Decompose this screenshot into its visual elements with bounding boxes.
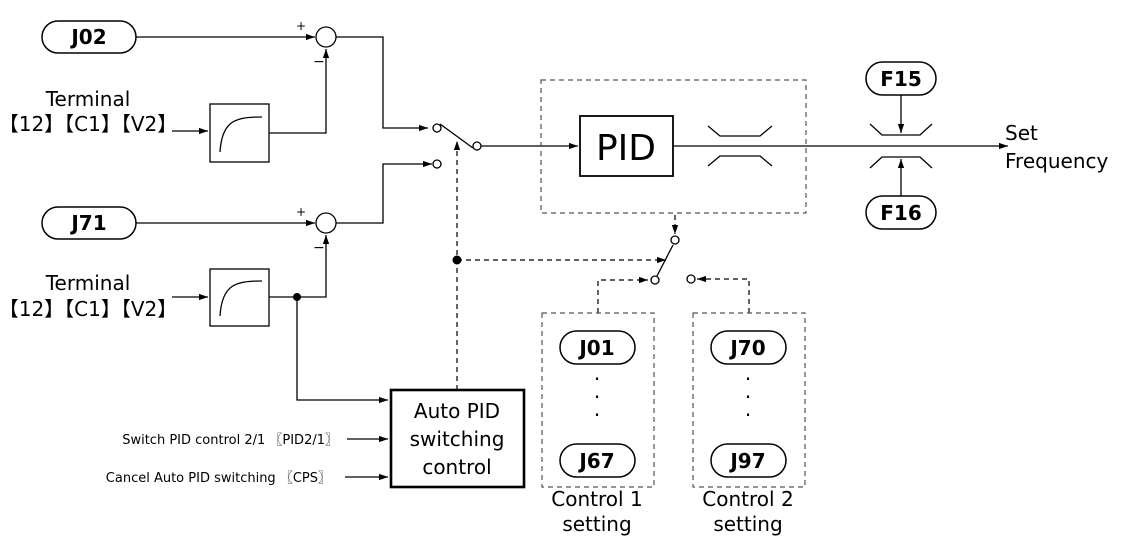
sum1-minus-sign: − <box>313 54 325 70</box>
limiter-symbol-1 <box>707 125 773 167</box>
control1-setting-group <box>541 312 655 488</box>
svg-text:Control 1: Control 1 <box>551 487 642 511</box>
svg-text:【12】【C1】【V2】: 【12】【C1】【V2】 <box>0 297 177 321</box>
filter1-feedback-line <box>269 49 330 134</box>
svg-text:setting: setting <box>713 512 782 536</box>
control1-to-switch-dashed <box>597 276 648 313</box>
ellipsis-dots-2: · · · <box>745 367 751 427</box>
sum1-to-switch-line <box>336 36 428 132</box>
svg-text:J01: J01 <box>577 336 614 360</box>
svg-text:J97: J97 <box>728 449 765 473</box>
param-j01[interactable]: J01 <box>559 330 636 365</box>
svg-text:【12】【C1】【V2】: 【12】【C1】【V2】 <box>0 112 177 136</box>
sum1-plus-sign: + <box>296 19 306 33</box>
terminal-label-2: Terminal 【12】【C1】【V2】 <box>0 271 177 321</box>
svg-text:·: · <box>745 403 751 427</box>
svg-text:switching: switching <box>410 427 505 451</box>
pid-block: PID <box>579 115 674 177</box>
ellipsis-dots-1: · · · <box>594 367 600 427</box>
pid-enclosure <box>540 79 807 214</box>
svg-text:Frequency: Frequency <box>1005 149 1108 173</box>
svg-text:Set: Set <box>1005 121 1038 145</box>
svg-text:Control 2: Control 2 <box>702 487 793 511</box>
param-j67[interactable]: J67 <box>559 443 636 478</box>
control2-setting-label: Control 2 setting <box>702 487 793 536</box>
svg-text:·: · <box>745 385 751 409</box>
setting-selector-switch <box>650 235 696 285</box>
svg-text:setting: setting <box>562 512 631 536</box>
filter-block-2 <box>209 268 270 327</box>
svg-text:·: · <box>594 367 600 391</box>
svg-text:control: control <box>422 455 491 479</box>
svg-text:·: · <box>745 367 751 391</box>
set-frequency-label: Set Frequency <box>1005 121 1108 173</box>
svg-text:J67: J67 <box>577 449 614 473</box>
param-j70[interactable]: J70 <box>710 330 787 365</box>
param-f15[interactable]: F15 <box>865 61 937 96</box>
cancel-auto-pid-input-label: Cancel Auto PID switching 〖CPS〗 <box>106 471 331 486</box>
svg-text:J71: J71 <box>69 211 106 235</box>
frequency-limiter-symbol <box>869 123 933 169</box>
terminal-label-1: Terminal 【12】【C1】【V2】 <box>0 87 177 136</box>
svg-text:Terminal: Terminal <box>45 87 131 111</box>
filter2-feedback-line <box>269 235 330 298</box>
switch-pid-input-label: Switch PID control 2/1 〖PID2/1〗 <box>122 433 338 448</box>
control2-to-switch-dashed <box>697 275 750 313</box>
svg-text:Terminal: Terminal <box>45 271 131 295</box>
svg-text:J70: J70 <box>728 336 765 360</box>
summing-junction-2 <box>315 212 337 234</box>
svg-text:·: · <box>594 403 600 427</box>
svg-text:J02: J02 <box>69 25 106 49</box>
param-f16[interactable]: F16 <box>865 195 937 230</box>
auto-pid-switching-control-block: Auto PID switching control <box>389 388 526 489</box>
sum2-to-switch-line <box>336 160 432 224</box>
svg-text:Auto PID: Auto PID <box>414 399 500 423</box>
svg-text:F15: F15 <box>880 67 922 91</box>
filter-block-1 <box>209 103 270 163</box>
svg-text:·: · <box>594 385 600 409</box>
pid-selector-switch <box>432 123 482 169</box>
param-j02[interactable]: J02 <box>41 20 137 54</box>
control1-setting-label: Control 1 setting <box>551 487 642 536</box>
sum2-minus-sign: − <box>313 240 325 256</box>
param-j71[interactable]: J71 <box>41 206 137 240</box>
svg-text:F16: F16 <box>880 201 922 225</box>
summing-junction-1 <box>315 26 337 48</box>
feedback-to-auto-pid-line <box>296 297 388 404</box>
control2-setting-group <box>692 312 806 488</box>
svg-text:PID: PID <box>596 128 656 169</box>
sum2-plus-sign: + <box>296 205 306 219</box>
param-j97[interactable]: J97 <box>710 443 787 478</box>
